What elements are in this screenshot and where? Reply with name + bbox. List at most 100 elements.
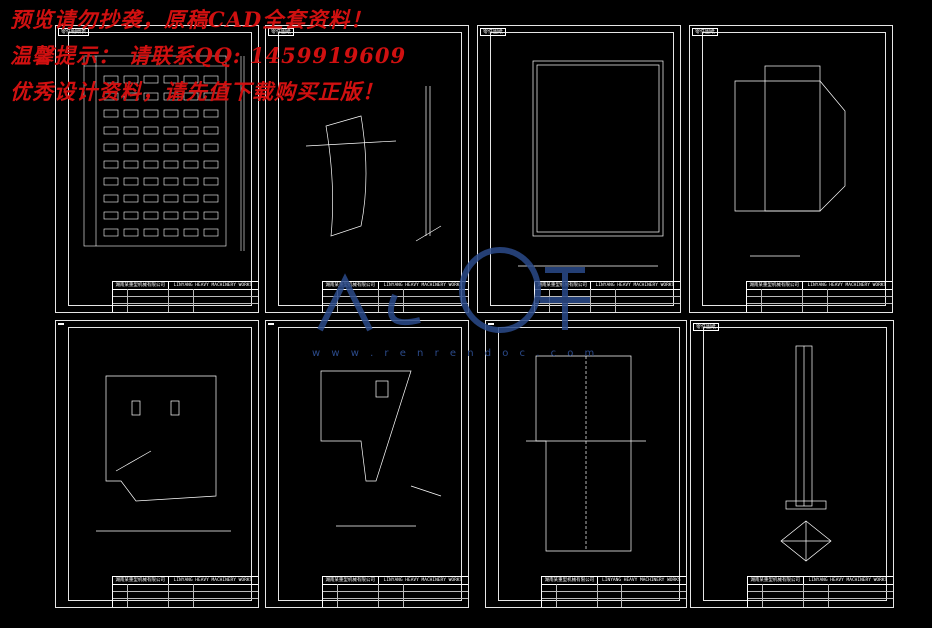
watermark-line-2: 温馨提示： 请联系QQ: 1459919609 — [10, 43, 407, 68]
table-cell — [163, 126, 179, 135]
table-cell — [123, 126, 139, 135]
table-cell — [203, 228, 219, 237]
table-cell — [103, 228, 119, 237]
table-cell — [123, 211, 139, 220]
table-cell — [163, 211, 179, 220]
table-cell — [103, 109, 119, 118]
table-cell — [183, 211, 199, 220]
title-block-company: 湖南某重型机械有限公司 — [112, 282, 169, 290]
title-block-company: 湖南某重型机械有限公司 — [746, 282, 803, 290]
table-cell — [163, 177, 179, 186]
table-cell — [203, 194, 219, 203]
watermark-line-1: 预览请勿抄袭，原稿CAD全套资料！ — [10, 7, 373, 32]
table-cell — [103, 177, 119, 186]
sheet-tag: 零件图纸 — [693, 323, 720, 331]
table-cell — [203, 143, 219, 152]
table-cell — [163, 160, 179, 169]
table-cell — [103, 92, 119, 101]
table-cell — [183, 194, 199, 203]
plate-with-holes-drawing — [96, 375, 231, 532]
table-drawing — [83, 55, 245, 251]
watermark-url: w w w . r e n r e n d o c . c o m — [312, 348, 599, 359]
table-cell — [183, 143, 199, 152]
table-cell — [163, 109, 179, 118]
table-cell — [203, 177, 219, 186]
title-block-company: 湖南某重型机械有限公司 — [322, 577, 379, 585]
table-cell — [143, 211, 159, 220]
drawing-sheet-4[interactable]: 零件图纸 湖南某重型机械有限公司 LINYANG HEAVY MACHINERY… — [689, 25, 893, 313]
title-block-company: 湖南某重型机械有限公司 — [542, 577, 598, 585]
sheet-frame — [703, 327, 887, 601]
table-cell — [143, 75, 159, 84]
title-block-project: LINYANG HEAVY MACHINERY WORKS — [596, 577, 686, 585]
table-cell — [103, 194, 119, 203]
table-cell — [123, 143, 139, 152]
drawing-sheet-1[interactable]: 零件明细表 湖南某重型机械有限公司 LINYANG HEAVY MACHINER… — [55, 25, 259, 313]
table-cell — [123, 75, 139, 84]
title-block: 湖南某重型机械有限公司 LINYANG HEAVY MACHINERY WORK… — [746, 576, 893, 607]
table-cell — [143, 160, 159, 169]
table-cell — [183, 92, 199, 101]
title-block-company: 湖南某重型机械有限公司 — [112, 577, 169, 585]
table-cell — [143, 228, 159, 237]
table-cell — [123, 92, 139, 101]
drawing-sheet-3[interactable]: 零件图纸 湖南某重型机械有限公司 LINYANG HEAVY MACHINERY… — [477, 25, 681, 313]
table-cell — [203, 160, 219, 169]
table-cell — [183, 75, 199, 84]
table-cell — [103, 126, 119, 135]
title-block-project: LINYANG HEAVY MACHINERY WORKS — [589, 282, 680, 290]
title-block-company: 湖南某重型机械有限公司 — [747, 577, 804, 585]
title-block: 湖南某重型机械有限公司 LINYANG HEAVY MACHINERY WORK… — [111, 576, 258, 607]
angled-plate-drawing — [320, 370, 442, 527]
title-block: 湖南某重型机械有限公司 LINYANG HEAVY MACHINERY WORK… — [111, 281, 258, 312]
title-block: 湖南某重型机械有限公司 LINYANG HEAVY MACHINERY WORK… — [745, 281, 892, 312]
drawing-sheet-7[interactable]: 湖南某重型机械有限公司 LINYANG HEAVY MACHINERY WORK… — [485, 320, 687, 608]
title-block-project: LINYANG HEAVY MACHINERY WORKS — [801, 282, 892, 290]
sheet-tag: 零件明细表 — [58, 28, 90, 36]
table-cell — [123, 177, 139, 186]
table-cell — [163, 194, 179, 203]
table-cell — [203, 109, 219, 118]
bracket-drawing — [734, 65, 846, 257]
sheet-frame — [702, 32, 886, 306]
title-block: 湖南某重型机械有限公司 LINYANG HEAVY MACHINERY WORK… — [541, 576, 686, 607]
table-cell — [143, 92, 159, 101]
sheet-frame — [498, 327, 680, 601]
table-cell — [203, 211, 219, 220]
table-cell — [143, 194, 159, 203]
table-cell — [103, 160, 119, 169]
table-cell — [183, 177, 199, 186]
sheet-frame — [68, 32, 252, 306]
table-cell — [203, 126, 219, 135]
table-cell — [183, 109, 199, 118]
table-cell — [103, 143, 119, 152]
table-cell — [143, 109, 159, 118]
title-block: 湖南某重型机械有限公司 LINYANG HEAVY MACHINERY WORK… — [321, 576, 468, 607]
title-block-project: LINYANG HEAVY MACHINERY WORKS — [377, 577, 468, 585]
drawing-sheet-6[interactable]: 湖南某重型机械有限公司 LINYANG HEAVY MACHINERY WORK… — [265, 320, 469, 608]
sheet-tag — [268, 323, 274, 325]
sheet-tag: 零件图纸 — [268, 28, 295, 36]
watermark-line-3: 优秀设计资料，请先值下载购买正版！ — [10, 79, 384, 104]
drawing-sheet-5[interactable]: 湖南某重型机械有限公司 LINYANG HEAVY MACHINERY WORK… — [55, 320, 259, 608]
drawing-sheet-8[interactable]: 零件图纸 湖南某重型机械有限公司 LINYANG HEAVY MACHINERY… — [690, 320, 894, 608]
renrendoc-logo-icon — [317, 247, 590, 333]
tee-section-drawing — [780, 345, 832, 562]
table-cell — [103, 211, 119, 220]
table-cell — [103, 75, 119, 84]
sheet-tag: 零件图纸 — [480, 28, 507, 36]
table-cell — [143, 177, 159, 186]
sheet-tag — [58, 323, 64, 325]
sheet-frame — [490, 32, 674, 306]
sheet-tag — [488, 323, 494, 325]
table-cell — [183, 126, 199, 135]
title-block-project: LINYANG HEAVY MACHINERY WORKS — [167, 282, 258, 290]
table-cell — [123, 194, 139, 203]
table-cell — [163, 228, 179, 237]
title-block-project: LINYANG HEAVY MACHINERY WORKS — [377, 282, 468, 290]
table-cell — [143, 126, 159, 135]
title-block-project: LINYANG HEAVY MACHINERY WORKS — [802, 577, 893, 585]
plate-drawing — [518, 60, 664, 267]
sheet-frame — [68, 327, 252, 601]
table-cell — [163, 92, 179, 101]
